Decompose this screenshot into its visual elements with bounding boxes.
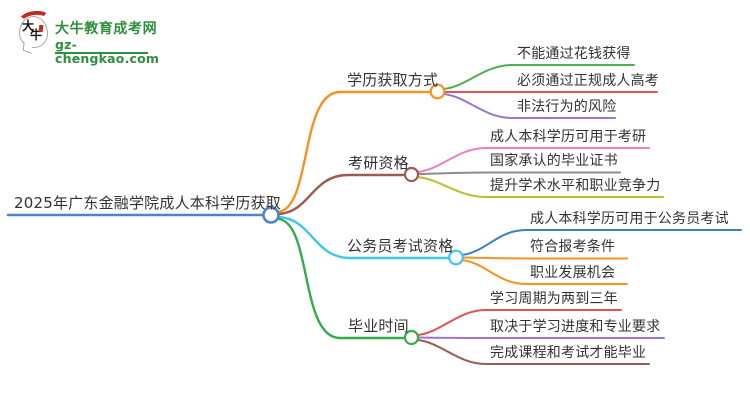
branch-circle-graduation-time	[403, 329, 420, 346]
site-url-underline	[55, 52, 148, 54]
site-name: 大牛教育成考网	[55, 21, 158, 37]
site-url: gz-chengkao.com	[55, 37, 160, 66]
connector-branch-postgrad	[277, 173, 407, 216]
leaf-label-b3-3: 职业发展机会	[530, 265, 616, 281]
leaf-label-b1-3: 非法行为的风险	[517, 99, 617, 115]
connector-branch-civil-service	[277, 215, 451, 260]
connector-b3-leaf-2	[462, 256, 628, 260]
branch-label-graduation-time: 毕业时间	[348, 317, 409, 335]
leaf-label-b4-2: 取决于学习进度和专业要求	[490, 319, 661, 335]
connector-b4-leaf-2	[417, 336, 665, 339]
branch-label-education-method: 学历获取方式	[347, 71, 439, 89]
leaf-label-b3-1: 成人本科学历可用于公务员考试	[530, 211, 729, 227]
leaf-label-b1-2: 必须通过正规成人高考	[517, 73, 659, 89]
logo-mark-char-niu: 牛	[30, 28, 43, 42]
branch-circle-education-method	[429, 83, 446, 100]
connector-b3-leaf-1	[461, 229, 742, 256]
connector-b2-leaf-1	[417, 147, 650, 173]
connector-b2-leaf-3	[417, 176, 664, 198]
speech-bubble-tail	[22, 41, 33, 54]
root-node-circle	[262, 206, 280, 224]
connector-b4-leaf-3	[417, 339, 650, 365]
connector-branch-graduation-time	[277, 217, 407, 340]
connector-b1-leaf-1	[443, 64, 635, 90]
branch-label-postgrad: 考研资格	[348, 154, 409, 172]
leaf-label-b2-1: 成人本科学历可用于考研	[490, 129, 647, 145]
branch-circle-postgrad	[403, 166, 420, 183]
connector-b3-leaf-3	[461, 259, 628, 285]
branch-label-civil-service: 公务员考试资格	[347, 237, 454, 255]
leaf-label-b1-1: 不能通过花钱获得	[517, 46, 631, 62]
site-logo[interactable]: 大 牛 大牛教育成考网 gz-chengkao.com	[0, 0, 170, 66]
logo-seal-icon	[38, 24, 44, 33]
connector-b1-leaf-3	[443, 93, 616, 119]
leaf-label-b4-3: 完成课程和考试才能毕业	[490, 345, 647, 361]
leaf-label-b2-2: 国家承认的毕业证书	[490, 153, 618, 169]
logo-mark-char-da: 大	[22, 19, 35, 33]
leaf-label-b3-2: 符合报考条件	[530, 239, 616, 255]
branch-circle-civil-service	[448, 249, 464, 266]
leaf-label-b4-1: 学习周期为两到三年	[490, 291, 618, 307]
connector-b2-leaf-2	[417, 171, 621, 175]
leaf-label-b2-3: 提升学术水平和职业竞争力	[490, 178, 661, 194]
connector-branch-education-method	[277, 90, 432, 214]
root-node-label: 2025年广东金融学院成人本科学历获取	[14, 194, 281, 212]
connector-b4-leaf-1	[417, 309, 622, 336]
